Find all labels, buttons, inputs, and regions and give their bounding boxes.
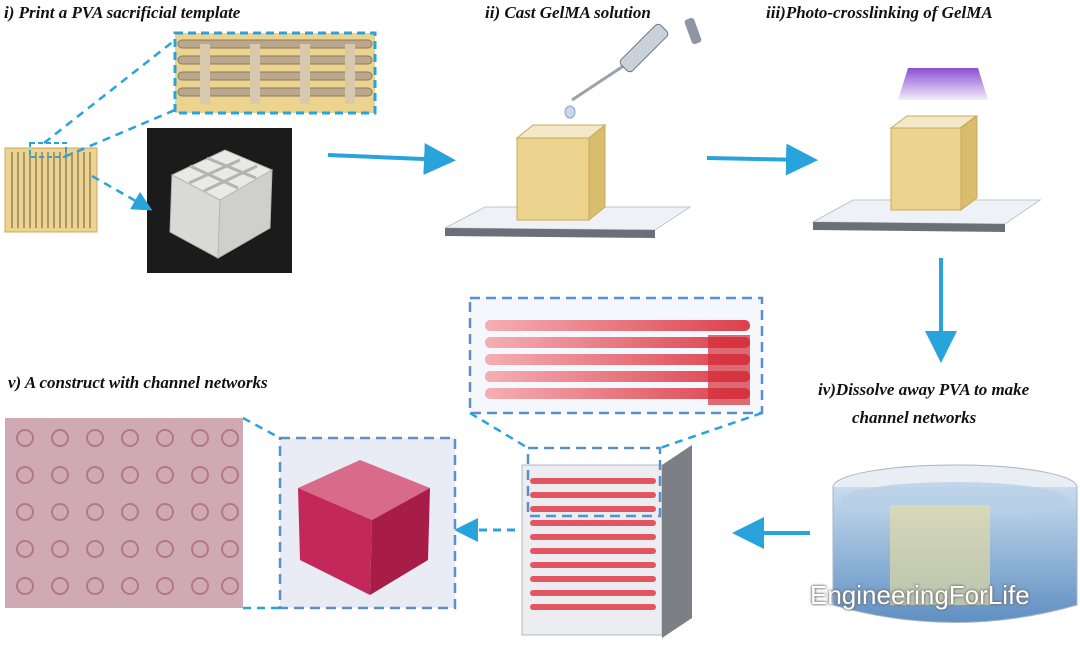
step5-label: v) A construct with channel networks — [8, 373, 268, 392]
step4-label-line2: channel networks — [852, 408, 977, 427]
wechat-logo-icon — [755, 580, 801, 614]
uv-lamp-icon — [898, 68, 988, 100]
photo-crosslinking-setup — [811, 68, 1042, 232]
channel-construct-block — [521, 445, 692, 638]
step1-label: i) Print a PVA sacrificial template — [4, 3, 241, 22]
printed-pva-cube-photo — [147, 128, 292, 273]
beaker-icon — [832, 464, 1078, 623]
watermark-text: EngineeringForLife — [810, 580, 1030, 610]
arrow-step1-to-step2 — [327, 143, 456, 175]
pva-strand-inset — [173, 31, 377, 115]
step4-label-line1: iv)Dissolve away PVA to make — [818, 380, 1030, 399]
pva-template-side-view — [4, 142, 98, 233]
casting-setup — [444, 17, 702, 238]
pipette-icon — [564, 17, 702, 119]
red-construct-photo — [278, 436, 457, 610]
step3-label: iii)Photo-crosslinking of GelMA — [766, 3, 993, 22]
step2-label: ii) Cast GelMA solution — [485, 3, 651, 22]
channel-network-inset — [468, 296, 764, 415]
arrow-step2-to-step3 — [706, 143, 818, 176]
micrograph-channels — [5, 418, 243, 608]
